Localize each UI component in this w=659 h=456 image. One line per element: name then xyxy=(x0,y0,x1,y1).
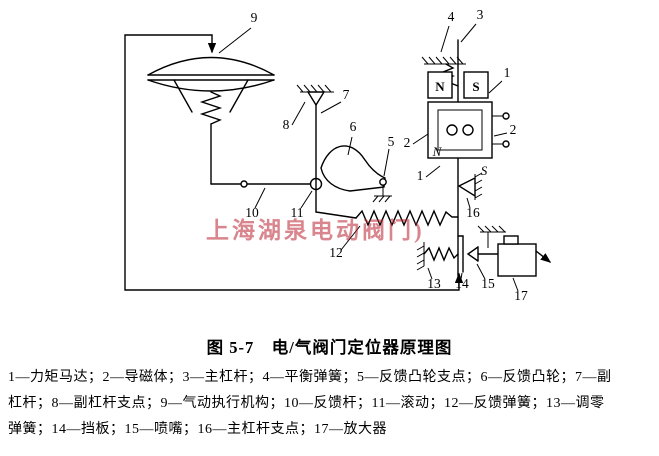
torque-motor xyxy=(427,71,510,159)
zero-spring xyxy=(416,242,459,271)
terminal xyxy=(502,112,510,120)
figure-legend: 1—力矩马达；2—导磁体；3—主杠杆；4—平衡弹簧；5—反馈凸轮支点；6—反馈凸… xyxy=(8,365,653,443)
pole-n-top xyxy=(427,71,453,99)
terminal xyxy=(502,140,510,148)
watermark: 上海湖泉电动阀门) xyxy=(206,218,425,243)
main-lever-fulcrum xyxy=(457,172,483,200)
legend-line-2: 杠杆；8—副杠杆支点；9—气动执行机构；10—反馈杆；11—滚动；12—反馈弹簧… xyxy=(8,396,605,411)
labels: 9 4 3 1 2 2 1 7 8 6 5 10 11 12 13 14 15 … xyxy=(245,7,528,303)
flapper xyxy=(457,235,464,273)
air-signal-line xyxy=(124,34,464,291)
coil-turn xyxy=(462,124,474,136)
label-3: 3 xyxy=(477,7,484,22)
label-pole-n-top: N xyxy=(435,79,445,94)
label-1-bottom: 1 xyxy=(417,168,424,183)
label-2-left: 2 xyxy=(404,135,411,150)
legend-line-3: 弹簧；14—挡板；15—喷嘴；16—主杠杆支点；17—放大器 xyxy=(8,422,387,437)
feedback-spring xyxy=(315,209,459,227)
feedback-cam xyxy=(320,145,392,203)
label-14: 14 xyxy=(455,276,469,291)
actuator-spring xyxy=(199,91,223,125)
label-13: 13 xyxy=(427,276,441,291)
amplifier xyxy=(497,235,552,277)
label-1-top: 1 xyxy=(504,65,511,80)
coil-turn xyxy=(446,124,458,136)
lever-pivot xyxy=(306,91,326,107)
label-7: 7 xyxy=(343,87,350,102)
figure-caption: 图 5-7 电/气阀门定位器原理图 xyxy=(206,338,453,357)
feedback-rod xyxy=(210,177,323,191)
label-2-right: 2 xyxy=(510,122,517,137)
label-9: 9 xyxy=(251,10,258,25)
schematic-diagram: 9 4 3 1 2 2 1 7 8 6 5 10 11 12 13 14 15 … xyxy=(124,7,552,303)
label-pole-n-bottom: N xyxy=(432,144,443,159)
label-10: 10 xyxy=(245,205,259,220)
magnet-yoke xyxy=(427,101,493,159)
label-pole-s-top: S xyxy=(472,79,479,94)
leader-lines xyxy=(218,23,519,292)
label-pole-s-bottom: S xyxy=(481,163,488,178)
nozzle xyxy=(466,225,506,262)
label-8: 8 xyxy=(283,117,290,132)
label-11: 11 xyxy=(291,205,304,220)
pneumatic-actuator xyxy=(147,56,275,185)
pole-s-top xyxy=(463,71,489,99)
label-16: 16 xyxy=(466,205,480,220)
label-12: 12 xyxy=(329,245,343,260)
label-15: 15 xyxy=(481,276,495,291)
secondary-lever xyxy=(296,84,334,213)
label-17: 17 xyxy=(514,288,528,303)
balance-spring xyxy=(421,56,466,87)
cam-fulcrum xyxy=(379,178,387,186)
coil-frame xyxy=(437,109,483,151)
label-5: 5 xyxy=(388,134,395,149)
label-4: 4 xyxy=(448,9,455,24)
legend-line-1: 1—力矩马达；2—导磁体；3—主杠杆；4—平衡弹簧；5—反馈凸轮支点；6—反馈凸… xyxy=(8,370,612,385)
label-6: 6 xyxy=(350,119,357,134)
